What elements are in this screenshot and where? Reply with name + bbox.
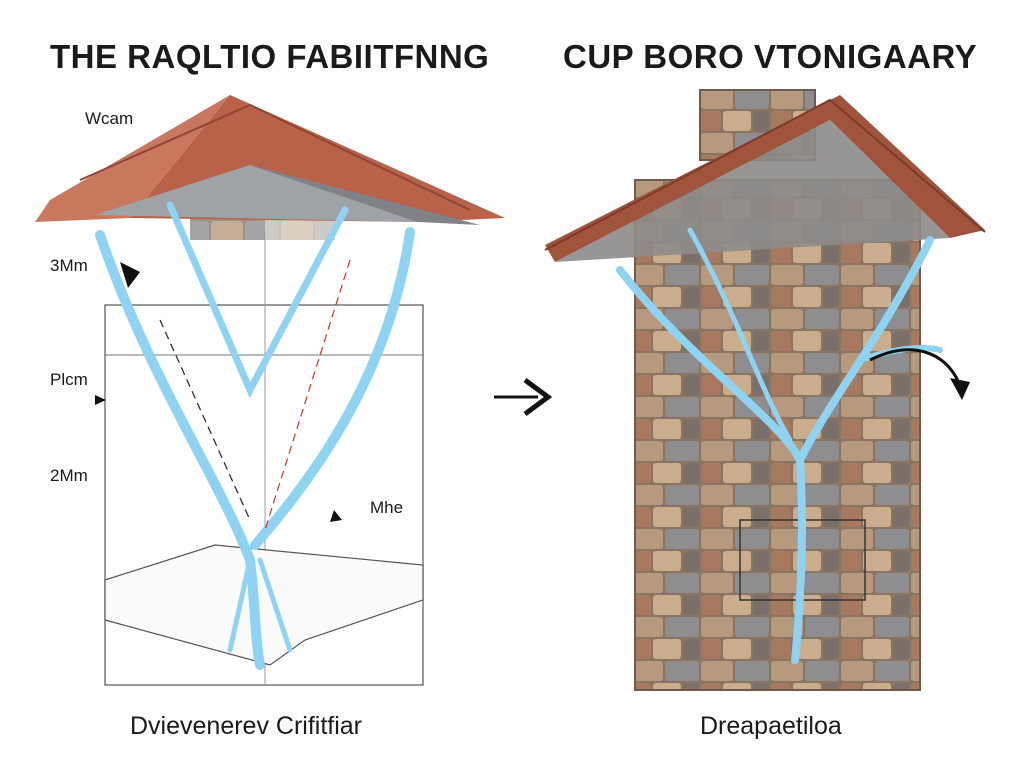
arrow-icon [120, 262, 140, 288]
label-m2: 2Mm [50, 466, 88, 485]
left-caption: Dvievenerev Crifitfiar [130, 712, 363, 740]
arrow-icon [95, 395, 106, 405]
right-diagram-title: CUP BORO VTONIGAARY [563, 38, 978, 75]
right-arrow-icon [494, 377, 553, 417]
right-roof [544, 95, 986, 262]
label-m3: 3Mm [50, 256, 88, 275]
left-roof [35, 95, 505, 225]
curved-arrow-icon [869, 348, 970, 400]
right-caption: Dreapaetiloa [700, 712, 842, 740]
left-annotations [95, 259, 351, 531]
left-diagram-title: THE RAQLTIO FABIITFNNG [50, 38, 490, 75]
left-water-flow [95, 201, 415, 670]
left-wall-cross-section [104, 230, 424, 686]
label-top: Wcam [85, 109, 134, 128]
arrow-icon [330, 510, 342, 522]
label-inner: Mhe [370, 498, 404, 517]
label-m1: Plcm [50, 370, 88, 389]
